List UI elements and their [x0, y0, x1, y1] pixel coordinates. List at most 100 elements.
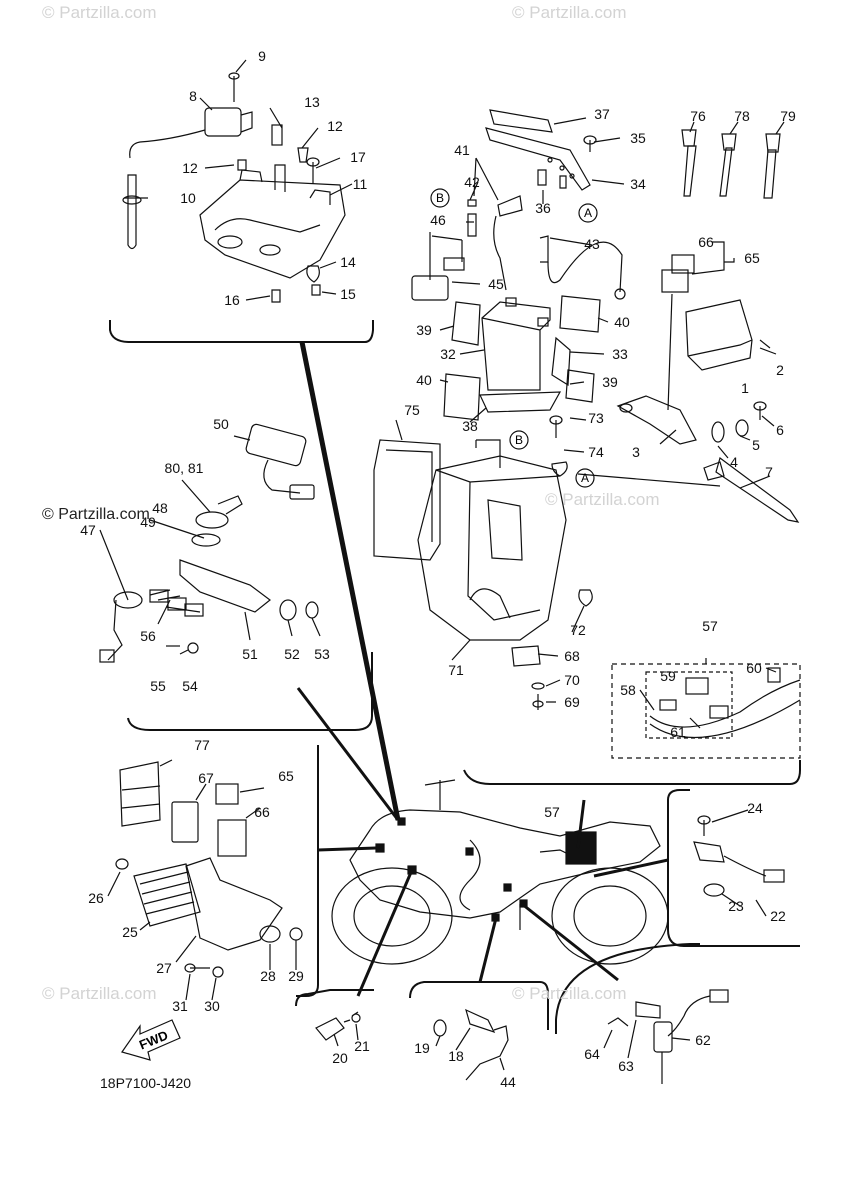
callout-37: 37: [594, 106, 610, 122]
callout-61: 61: [670, 724, 686, 740]
callout-36: 36: [535, 200, 551, 216]
watermark: © Partzilla.com: [42, 506, 150, 523]
callout-73: 73: [588, 410, 604, 426]
callout-1: 1: [741, 380, 749, 396]
callout-79: 79: [780, 108, 796, 124]
callout-64: 64: [584, 1046, 600, 1062]
callout-8: 8: [189, 88, 197, 104]
callout-56: 56: [140, 628, 156, 644]
callout-72: 72: [570, 622, 586, 638]
callout-66: 66: [698, 234, 714, 250]
callout-38: 38: [462, 418, 478, 434]
callout-47: 47: [80, 522, 96, 538]
callout-63: 63: [618, 1058, 634, 1074]
callout-50: 50: [213, 416, 229, 432]
callout-18: 18: [448, 1048, 464, 1064]
callout-65: 65: [744, 250, 760, 266]
callout-35: 35: [630, 130, 646, 146]
callout-42: 42: [464, 174, 480, 190]
callout-11: 11: [352, 176, 368, 192]
callout-13: 13: [304, 94, 320, 110]
callout-5: 5: [752, 437, 760, 453]
drawing-code: 18P7100-J420: [100, 1075, 192, 1091]
callout-15: 15: [340, 286, 356, 302]
callout-69: 69: [564, 694, 580, 710]
callout-45: 45: [488, 276, 504, 292]
callout-75: 75: [404, 402, 420, 418]
callout-30: 30: [204, 998, 220, 1014]
callout-12: 12: [182, 160, 198, 176]
callout-77: 77: [194, 737, 210, 753]
callout-65: 65: [278, 768, 294, 784]
callout-58: 58: [620, 682, 636, 698]
watermark: © Partzilla.com: [545, 490, 660, 509]
callout-23: 23: [728, 898, 744, 914]
callout-33: 33: [612, 346, 628, 362]
watermark: © Partzilla.com: [512, 984, 627, 1003]
callout-53: 53: [314, 646, 330, 662]
callout-2: 2: [776, 362, 784, 378]
callout-59: 59: [660, 668, 676, 684]
callout-4: 4: [730, 454, 738, 470]
callout-57: 57: [544, 804, 560, 820]
callout-68: 68: [564, 648, 580, 664]
callout-7: 7: [765, 464, 773, 480]
ref-marker-b: [509, 430, 529, 450]
callout-44: 44: [500, 1074, 516, 1090]
ref-letter-a: A: [581, 471, 589, 485]
callout-41: 41: [454, 142, 470, 158]
callout-14: 14: [340, 254, 356, 270]
callout-32: 32: [440, 346, 456, 362]
callout-12: 12: [327, 118, 343, 134]
callout-67: 67: [198, 770, 214, 786]
callout-29: 29: [288, 968, 304, 984]
callout-80-81: 80, 81: [164, 460, 204, 476]
callout-25: 25: [122, 924, 138, 940]
callout-76: 76: [690, 108, 706, 124]
watermark: © Partzilla.com: [42, 984, 157, 1003]
callout-57: 57: [702, 618, 718, 634]
callout-66: 66: [254, 804, 270, 820]
callout-6: 6: [776, 422, 784, 438]
callout-52: 52: [284, 646, 300, 662]
ref-marker-a: [578, 203, 598, 223]
watermark: © Partzilla.com: [512, 3, 627, 22]
callout-28: 28: [260, 968, 276, 984]
ref-marker-a: [575, 468, 595, 488]
callout-34: 34: [630, 176, 646, 192]
callout-3: 3: [632, 444, 640, 460]
watermark: © Partzilla.com: [42, 3, 157, 22]
callout-60: 60: [746, 660, 762, 676]
callout-40: 40: [416, 372, 432, 388]
callout-10: 10: [180, 190, 196, 206]
callout-40: 40: [614, 314, 630, 330]
callout-54: 54: [182, 678, 198, 694]
callout-46: 46: [430, 212, 446, 228]
callout-43: 43: [584, 236, 600, 252]
callout-39: 39: [602, 374, 618, 390]
callout-16: 16: [224, 292, 240, 308]
callout-78: 78: [734, 108, 750, 124]
callout-55: 55: [150, 678, 166, 694]
callout-17: 17: [350, 149, 366, 165]
callout-26: 26: [88, 890, 104, 906]
ref-marker-b: [430, 188, 450, 208]
callout-19: 19: [414, 1040, 430, 1056]
callout-20: 20: [332, 1050, 348, 1066]
callout-24: 24: [747, 800, 763, 816]
callout-74: 74: [588, 444, 604, 460]
callout-21: 21: [354, 1038, 370, 1054]
callout-51: 51: [242, 646, 258, 662]
callout-49: 49: [140, 514, 156, 530]
callout-48: 48: [152, 500, 168, 516]
callout-27: 27: [156, 960, 172, 976]
ref-letter-b: B: [515, 433, 523, 447]
callout-9: 9: [258, 48, 266, 64]
callout-31: 31: [172, 998, 188, 1014]
callout-22: 22: [770, 908, 786, 924]
callout-71: 71: [448, 662, 464, 678]
